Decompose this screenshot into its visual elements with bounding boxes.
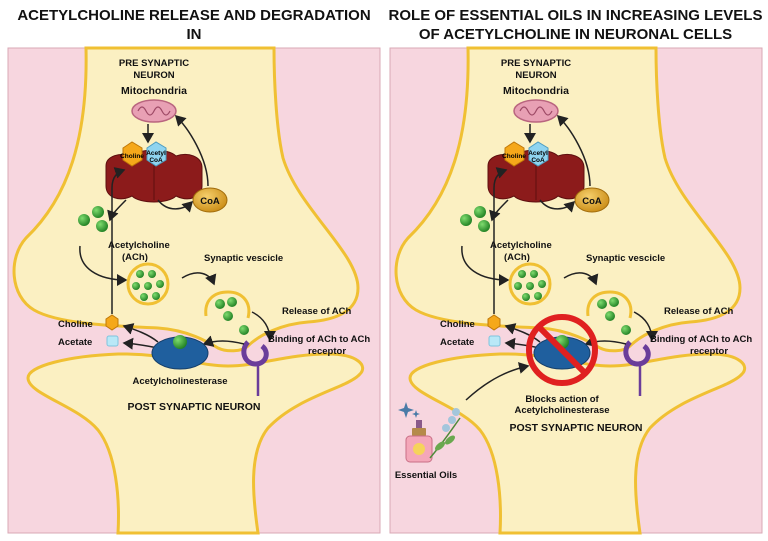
blocks-label-2: Acetylcholinesterase (514, 405, 609, 416)
prohibition-icon (526, 314, 598, 386)
blocks-label: Blocks action of (525, 394, 599, 405)
pre-synaptic-label: PRE SYNAPTIC (119, 58, 189, 69)
herb-icon (429, 408, 461, 459)
mitochondria-label: Mitochondria (121, 85, 187, 97)
coa-label: CoA (200, 196, 220, 207)
mitochondria-label: Mitochondria (503, 85, 569, 97)
acetate-label: Acetate (440, 337, 474, 348)
acetyl-label: Acetyl (146, 150, 166, 157)
binding-label: Binding of ACh to ACh (268, 334, 370, 345)
sparkle-icon (398, 402, 420, 418)
release-label: Release of ACh (282, 306, 352, 317)
acetylcholinesterase-icon (151, 335, 209, 370)
pre-synaptic-label-2: NEURON (133, 70, 174, 81)
title-line-1: ROLE OF ESSENTIAL OILS IN INCREASING LEV… (388, 7, 763, 24)
essential-oil-bottle-icon (405, 420, 433, 463)
binding-label: Binding of ACh to ACh (650, 334, 752, 345)
choline-box-label: Choline (502, 153, 526, 160)
synaptic-vesicle-label: Synaptic vescicle (586, 253, 665, 264)
title-line-2: OF ACETYLCHOLINE IN NEURONAL CELLS (418, 26, 733, 43)
binding-label-2: receptor (308, 346, 346, 357)
choline-label: Choline (58, 319, 93, 330)
acetate-label: Acetate (58, 337, 92, 348)
acetyl-coa-label: CoA (531, 157, 545, 164)
post-synaptic-label: POST SYNAPTIC NEURON (509, 422, 642, 434)
title-line-1: ACETYLCHOLINE RELEASE AND DEGRADATION IN (17, 7, 371, 43)
acetyl-label: Acetyl (528, 150, 548, 157)
panel-right: PRE SYNAPTIC NEURON Mitochondria Choline… (390, 48, 762, 533)
release-label: Release of ACh (664, 306, 734, 317)
synaptic-vesicle-label: Synaptic vescicle (204, 253, 283, 264)
panel-right-title: ROLE OF ESSENTIAL OILS IN INCREASING LEV… (388, 6, 763, 44)
essential-oils-label: Essential Oils (395, 470, 457, 481)
panel-left: PRE SYNAPTIC NEURON Mitochondria Choline… (8, 48, 380, 533)
acetylcholine-label: Acetylcholine (490, 240, 552, 251)
post-synaptic-label: POST SYNAPTIC NEURON (127, 401, 260, 413)
binding-label-2: receptor (690, 346, 728, 357)
pre-synaptic-label-2: NEURON (515, 70, 556, 81)
acetylcholine-label: Acetylcholine (108, 240, 170, 251)
choline-box-label: Choline (120, 153, 144, 160)
acetyl-coa-label: CoA (149, 157, 163, 164)
pre-synaptic-label: PRE SYNAPTIC (501, 58, 571, 69)
ach-label: (ACh) (122, 252, 148, 263)
acetylcholinesterase-label: Acetylcholinesterase (132, 376, 227, 387)
coa-label: CoA (582, 196, 602, 207)
choline-label: Choline (440, 319, 475, 330)
ach-label: (ACh) (504, 252, 530, 263)
